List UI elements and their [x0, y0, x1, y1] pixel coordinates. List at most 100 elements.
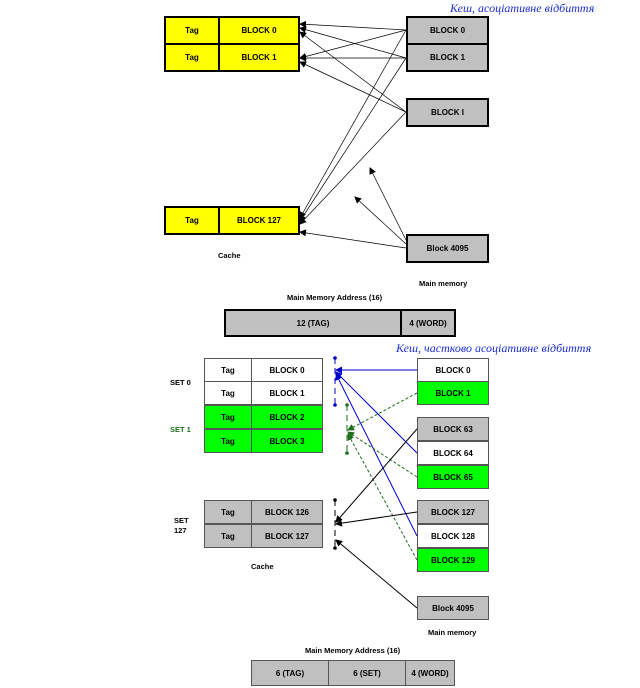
top-cache-block-127: BLOCK 127	[218, 206, 300, 235]
tag-label: Tag	[221, 531, 235, 541]
top-address-word-field: 4 (WORD)	[400, 309, 456, 337]
top-cache-tag-1: Tag	[164, 43, 220, 72]
top-mem-block-i: BLOCK I	[406, 98, 489, 127]
bottom-address-word-field: 4 (WORD)	[405, 660, 455, 686]
block-label: BLOCK 2	[269, 412, 305, 422]
block-label: BLOCK 127	[264, 531, 309, 541]
top-memory-label: Main memory	[419, 279, 468, 288]
set127-mapping-arrows	[335, 428, 418, 609]
tag-label: Tag	[221, 412, 235, 422]
arrow	[354, 196, 407, 245]
block-label: BLOCK 1	[429, 53, 466, 62]
block-label: BLOCK 128	[430, 531, 475, 541]
top-mem-block-0: BLOCK 0	[406, 16, 489, 45]
bottom-mem-block-129: BLOCK 129	[417, 548, 489, 572]
bottom-cache-block-3: BLOCK 3	[251, 429, 323, 453]
dot	[333, 498, 337, 502]
top-mapping-arrows	[299, 20, 407, 249]
block-label: Block 4095	[426, 244, 469, 253]
tag-label: Tag	[185, 216, 199, 225]
bottom-mem-block-0: BLOCK 0	[417, 358, 489, 382]
bottom-mem-block-65: BLOCK 65	[417, 465, 489, 489]
block-label: BLOCK 64	[433, 448, 473, 458]
tag-label: Tag	[221, 365, 235, 375]
block-label: BLOCK 1	[269, 388, 305, 398]
dot	[345, 403, 349, 407]
bottom-address-tag-field: 6 (TAG)	[251, 660, 329, 686]
arrow	[299, 29, 407, 219]
block-label: BLOCK 127	[430, 507, 475, 517]
dot	[345, 451, 349, 455]
field-label: 6 (SET)	[353, 668, 381, 678]
bottom-cache-block-1: BLOCK 1	[251, 381, 323, 405]
bottom-cache-tag-3: Tag	[204, 429, 252, 453]
dot	[333, 546, 337, 550]
bottom-mem-block-63: BLOCK 63	[417, 417, 489, 441]
arrow	[299, 29, 407, 60]
fully-associative-title: Кеш, асоціативне відбиття	[450, 1, 595, 15]
arrow	[347, 392, 418, 431]
bottom-cache-block-126: BLOCK 126	[251, 500, 323, 524]
arrow	[335, 428, 418, 523]
block-label: BLOCK 0	[429, 26, 466, 35]
block-label: BLOCK 1	[241, 53, 277, 62]
arrow	[299, 26, 407, 59]
set1-label: SET 1	[170, 425, 191, 434]
set0-label: SET 0	[170, 378, 191, 387]
tag-label: Tag	[221, 507, 235, 517]
bottom-mem-block-128: BLOCK 128	[417, 524, 489, 548]
block-label: BLOCK 0	[435, 365, 471, 375]
bottom-cache-tag-126: Tag	[204, 500, 252, 524]
top-cache-block-1: BLOCK 1	[218, 43, 300, 72]
bottom-mem-block-64: BLOCK 64	[417, 441, 489, 465]
tag-label: Tag	[221, 436, 235, 446]
bottom-address-title: Main Memory Address (16)	[305, 646, 401, 655]
field-label: 4 (WORD)	[411, 668, 449, 678]
dot	[333, 356, 337, 360]
set-selectors	[333, 356, 349, 550]
top-mem-block-4095: Block 4095	[406, 234, 489, 263]
set0-mapping-arrows	[335, 366, 418, 537]
arrow	[299, 20, 407, 31]
field-label: 12 (TAG)	[296, 318, 330, 328]
bottom-cache-block-127: BLOCK 127	[251, 524, 323, 548]
block-label: BLOCK 0	[269, 365, 305, 375]
arrow	[347, 431, 418, 478]
bottom-cache-block-2: BLOCK 2	[251, 405, 323, 429]
top-address-tag-field: 12 (TAG)	[224, 309, 402, 337]
arrow	[299, 61, 407, 113]
set1-mapping-arrows	[347, 392, 418, 561]
top-address-title: Main Memory Address (16)	[287, 293, 383, 302]
arrow	[335, 371, 418, 454]
block-label: BLOCK 127	[236, 216, 281, 225]
block-label: BLOCK 129	[430, 555, 475, 565]
bottom-cache-label: Cache	[251, 562, 274, 571]
block-label: BLOCK 126	[264, 507, 309, 517]
tag-label: Tag	[221, 388, 235, 398]
block-label: BLOCK 3	[269, 436, 305, 446]
block-label: BLOCK 0	[241, 26, 277, 35]
bottom-mem-block-4095: Block 4095	[417, 596, 489, 620]
field-label: 4 (WORD)	[409, 318, 447, 328]
block-label: BLOCK 65	[433, 472, 473, 482]
tag-label: Tag	[185, 53, 199, 62]
arrow	[299, 111, 407, 225]
block-label: BLOCK 1	[435, 388, 471, 398]
arrow	[335, 539, 418, 609]
set127-label-line2: 127	[174, 526, 187, 535]
block-label: BLOCK 63	[433, 424, 473, 434]
arrow	[299, 31, 407, 113]
tag-label: Tag	[185, 26, 199, 35]
bottom-mem-block-127: BLOCK 127	[417, 500, 489, 524]
block-label: Block 4095	[432, 603, 474, 613]
arrow	[369, 167, 407, 241]
bottom-mem-block-1: BLOCK 1	[417, 381, 489, 405]
top-cache-label: Cache	[218, 251, 241, 260]
bottom-memory-label: Main memory	[428, 628, 477, 637]
bottom-cache-tag-2: Tag	[204, 405, 252, 429]
arrow	[299, 229, 407, 249]
dot	[333, 403, 337, 407]
set-associative-title: Кеш, частково асоціативне відбиття	[396, 341, 592, 355]
arrow	[347, 433, 418, 561]
